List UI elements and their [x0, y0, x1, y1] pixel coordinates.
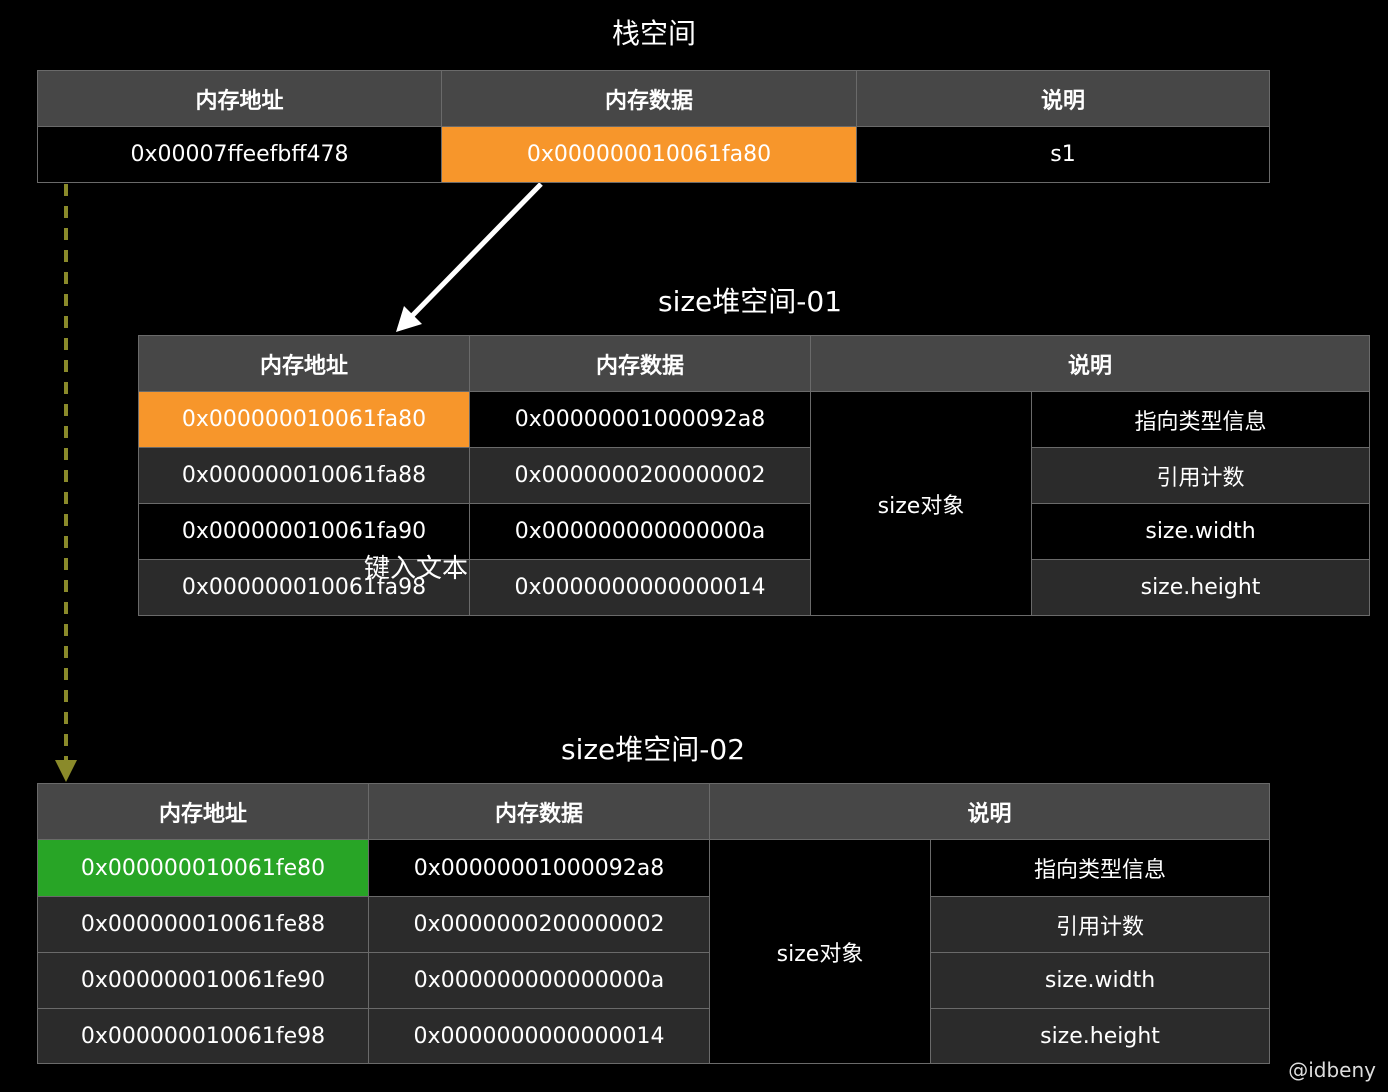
heap2-table: 内存地址 内存数据 说明 0x000000010061fe80 0x000000… [37, 783, 1271, 1064]
heap2-addr-3: 0x000000010061fe98 [37, 1008, 369, 1064]
heap1-desc-0: 指向类型信息 [1030, 391, 1371, 448]
heap1-desc-1: 引用计数 [1030, 447, 1371, 504]
heap1-addr-3: 0x000000010061fa98 [138, 559, 470, 616]
heap2-header-row: 内存地址 内存数据 说明 [37, 783, 1271, 840]
header-desc: 说明 [856, 70, 1270, 127]
heap2-addr-2: 0x000000010061fe90 [37, 952, 369, 1009]
heap1-table: 内存地址 内存数据 说明 0x000000010061fa80 0x000000… [138, 335, 1371, 616]
stack-table: 内存地址 内存数据 说明 0x00007ffeefbff478 0x000000… [37, 70, 1270, 183]
heap1-header-row: 内存地址 内存数据 说明 [138, 335, 1371, 392]
copy-arrow-head [55, 760, 77, 782]
table-row: 0x000000010061fa90 0x000000000000000a si… [138, 503, 1371, 560]
heap2-desc-0: 指向类型信息 [929, 839, 1271, 897]
heap1-addr-1: 0x000000010061fa88 [138, 447, 470, 504]
table-row: 0x000000010061fa98 0x0000000000000014 si… [138, 559, 1371, 616]
heap1-desc-3: size.height [1030, 559, 1371, 616]
table-row: 0x000000010061fe90 0x000000000000000a si… [37, 952, 1271, 1009]
stack-row: 0x00007ffeefbff478 0x000000010061fa80 s1 [37, 126, 1270, 183]
header-data: 内存数据 [469, 335, 811, 392]
heap2-data-1: 0x0000000200000002 [368, 896, 710, 953]
author-watermark: @idbeny [1288, 1058, 1376, 1082]
heap1-data-2: 0x000000000000000a [469, 503, 811, 560]
heap2-data-0: 0x00000001000092a8 [368, 839, 710, 897]
stack-data: 0x000000010061fa80 [441, 126, 857, 183]
table-row: 0x000000010061fa80 0x00000001000092a8 si… [138, 391, 1371, 616]
header-desc: 说明 [708, 783, 1271, 840]
table-row: 0x000000010061fe80 0x00000001000092a8 si… [37, 839, 1271, 1064]
heap1-addr-0: 0x000000010061fa80 [138, 391, 470, 448]
heap2-desc-2: size.width [929, 952, 1271, 1009]
heap1-data-3: 0x0000000000000014 [469, 559, 811, 616]
header-addr: 内存地址 [138, 335, 470, 392]
header-data: 内存数据 [441, 70, 857, 127]
heap2-title: size堆空间-02 [560, 733, 746, 766]
stack-title: 栈空间 [611, 17, 696, 50]
stack-desc: s1 [856, 126, 1270, 183]
heap1-data-0: 0x00000001000092a8 [469, 391, 811, 448]
heap2-data-3: 0x0000000000000014 [368, 1008, 710, 1064]
heap2-addr-1: 0x000000010061fe88 [37, 896, 369, 953]
header-addr: 内存地址 [37, 70, 442, 127]
heap1-object-label: size对象 [810, 391, 1032, 616]
stack-addr: 0x00007ffeefbff478 [37, 126, 442, 183]
heap1-desc-2: size.width [1030, 503, 1371, 560]
header-desc: 说明 [809, 335, 1371, 392]
heap2-data-2: 0x000000000000000a [368, 952, 710, 1009]
table-row: 0x000000010061fa88 0x0000000200000002 引用… [138, 447, 1371, 504]
text-box-placeholder[interactable]: 键入文本 [364, 554, 469, 584]
table-row: 0x000000010061fe88 0x0000000200000002 引用… [37, 896, 1271, 953]
heap1-title: size堆空间-01 [657, 285, 843, 318]
heap1-addr-2: 0x000000010061fa90 [138, 503, 470, 560]
pointer-arrow-line [408, 182, 543, 320]
pointer-arrow-head [396, 306, 422, 332]
heap1-data-1: 0x0000000200000002 [469, 447, 811, 504]
stack-header-row: 内存地址 内存数据 说明 [37, 70, 1270, 127]
heap2-desc-3: size.height [929, 1008, 1271, 1064]
heap2-desc-1: 引用计数 [929, 896, 1271, 953]
header-data: 内存数据 [368, 783, 710, 840]
heap2-object-label: size对象 [709, 839, 931, 1064]
header-addr: 内存地址 [37, 783, 369, 840]
table-row: 0x000000010061fe98 0x0000000000000014 si… [37, 1008, 1271, 1064]
heap2-addr-0: 0x000000010061fe80 [37, 839, 369, 897]
